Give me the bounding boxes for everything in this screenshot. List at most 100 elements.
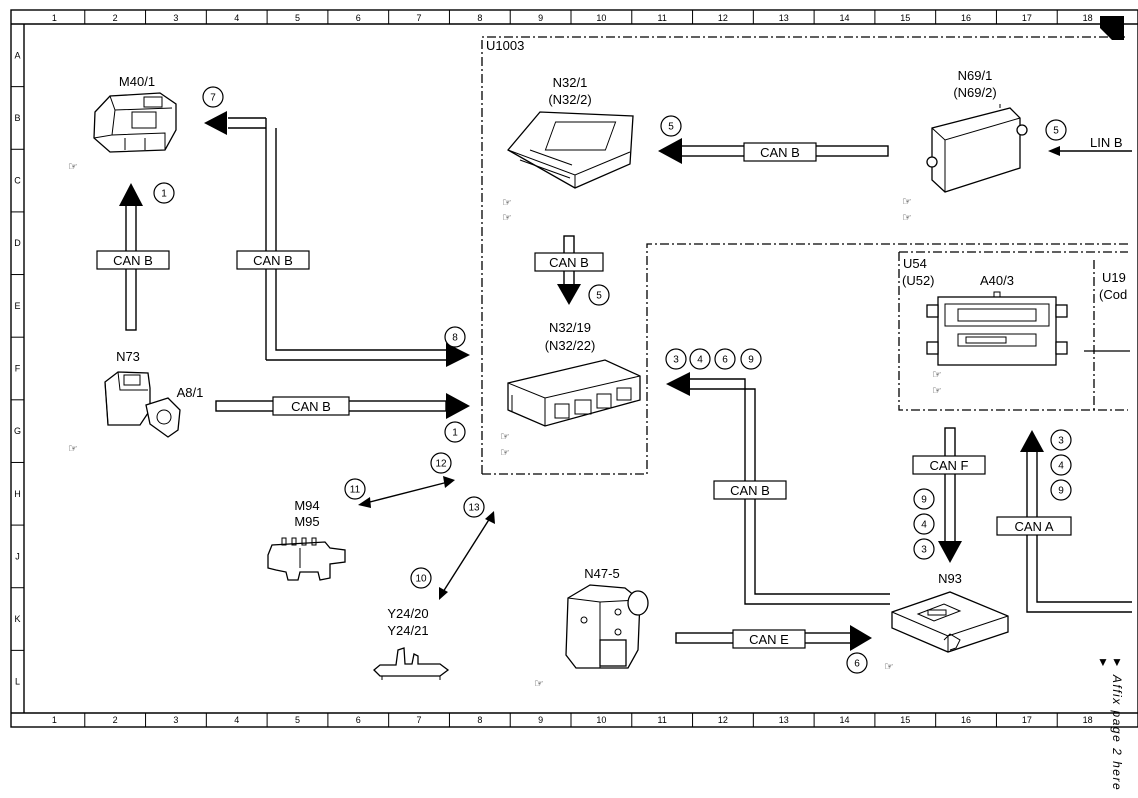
reference-number-circle: 10: [410, 567, 432, 589]
m94-device: [267, 537, 346, 581]
bus-label-can-a: CAN A: [1014, 519, 1053, 534]
region-label-u19: U19: [1102, 270, 1126, 285]
row-letter: G: [14, 426, 21, 436]
reference-number: 3: [921, 545, 927, 556]
component-label-n69-2: (N69/2): [953, 85, 996, 100]
column-number: 10: [596, 13, 606, 23]
region-label-u1003: U1003: [486, 38, 524, 53]
arrow-left-icon: [658, 138, 682, 164]
corner-mark-icon: [1100, 16, 1124, 40]
arrow-left-icon: [666, 372, 690, 396]
reference-number: 3: [1058, 436, 1064, 447]
row-letter: B: [14, 113, 20, 123]
link-y24-13: [439, 511, 495, 600]
arrow-head-icon: [443, 476, 455, 488]
bus-label-can-b: CAN B: [549, 255, 589, 270]
column-number: 7: [417, 13, 422, 23]
column-number: 7: [417, 715, 422, 725]
column-number: 13: [779, 13, 789, 23]
reference-number: 4: [697, 355, 703, 366]
bus-label-can-b: CAN B: [730, 483, 770, 498]
wire-can-b-n69-n32: CAN B: [658, 138, 889, 164]
reference-number: 6: [854, 659, 860, 670]
arrow-up-icon: [1020, 430, 1044, 452]
column-number: 13: [779, 715, 789, 725]
wire-can-f: CAN F: [912, 427, 986, 563]
hand-reference-icon: ☞: [502, 197, 512, 209]
column-number: 4: [234, 715, 239, 725]
column-number: 6: [356, 715, 361, 725]
reference-number-circle: 4: [913, 513, 935, 535]
column-number: 16: [961, 13, 971, 23]
arrow-left-icon: [204, 111, 227, 135]
region-u1003: U1003: [481, 36, 1128, 475]
component-label-n32-22: (N32/22): [545, 338, 596, 353]
column-number: 4: [234, 13, 239, 23]
component-label-m95: M95: [294, 514, 319, 529]
hand-reference-icon: ☞: [534, 678, 544, 690]
reference-number: 9: [748, 355, 754, 366]
component-label-m40-1: M40/1: [119, 74, 155, 89]
column-number: 17: [1022, 715, 1032, 725]
component-label-a40-3: A40/3: [980, 273, 1014, 288]
hand-reference-icon: ☞: [500, 431, 510, 443]
reference-number-circle: 1: [153, 182, 175, 204]
column-number: 18: [1083, 715, 1093, 725]
bus-label-can-b: CAN B: [760, 145, 800, 160]
bus-label-can-b: CAN B: [291, 399, 331, 414]
bus-label-lin-b: LIN B: [1090, 135, 1123, 150]
reference-number: 4: [1058, 461, 1064, 472]
column-number: 12: [718, 13, 728, 23]
affix-note: ▼ Affix page 2 here ▼: [1096, 655, 1124, 792]
wire-can-b-a8-n32: CAN B: [215, 393, 470, 419]
row-letter: A: [14, 50, 20, 60]
arrow-right-icon: [446, 393, 470, 419]
m40-1-device: [93, 92, 177, 153]
reference-number: 1: [452, 428, 458, 439]
wire-can-e: CAN E: [675, 625, 872, 651]
column-number: 2: [113, 715, 118, 725]
component-label-n32-2: (N32/2): [548, 92, 591, 107]
hand-reference-icon: ☞: [500, 447, 510, 459]
arrow-up-icon: [119, 183, 143, 206]
bus-label-can-f: CAN F: [930, 458, 969, 473]
reference-number-circle: 1: [444, 421, 466, 443]
region-label-u54: U54: [903, 256, 927, 271]
column-number: 12: [718, 715, 728, 725]
reference-number: 9: [921, 495, 927, 506]
arrow-left-icon: [1048, 146, 1060, 156]
reference-number: 12: [435, 459, 447, 470]
reference-number: 3: [673, 355, 679, 366]
component-label-n69-1: N69/1: [958, 68, 993, 83]
wire-can-b-n93-n32: CAN B: [666, 372, 890, 605]
reference-number-circle: 13: [463, 496, 485, 518]
column-number: 6: [356, 13, 361, 23]
column-number: 11: [657, 715, 666, 725]
n47-5-device: [565, 584, 649, 669]
reference-number-circle: 9: [913, 488, 935, 510]
column-number: 8: [477, 715, 482, 725]
link-m94-12: [358, 476, 455, 508]
page-frame: [10, 9, 1138, 728]
component-label-n32-1: N32/1: [553, 75, 588, 90]
wire-can-b-n32-m40: CAN B: [204, 111, 470, 367]
hand-reference-icon: ☞: [884, 661, 894, 673]
reference-number: 11: [350, 485, 361, 496]
hand-reference-icon: ☞: [502, 212, 512, 224]
reference-number: 5: [596, 291, 602, 302]
reference-number: 8: [452, 333, 458, 344]
reference-number-circle: 9: [740, 348, 762, 370]
column-number: 16: [961, 715, 971, 725]
reference-number-circle: 6: [714, 348, 736, 370]
y24-20-device: [373, 647, 450, 680]
column-number: 9: [538, 13, 543, 23]
arrow-down-icon: [557, 284, 581, 305]
row-letter: H: [14, 489, 21, 499]
bus-label-can-e: CAN E: [749, 632, 789, 647]
wire-can-b-n32-1-n32-19: CAN B: [534, 235, 604, 305]
reference-number-circle: 11: [344, 478, 366, 500]
component-label-n93: N93: [938, 571, 962, 586]
bus-label-can-b: CAN B: [113, 253, 153, 268]
